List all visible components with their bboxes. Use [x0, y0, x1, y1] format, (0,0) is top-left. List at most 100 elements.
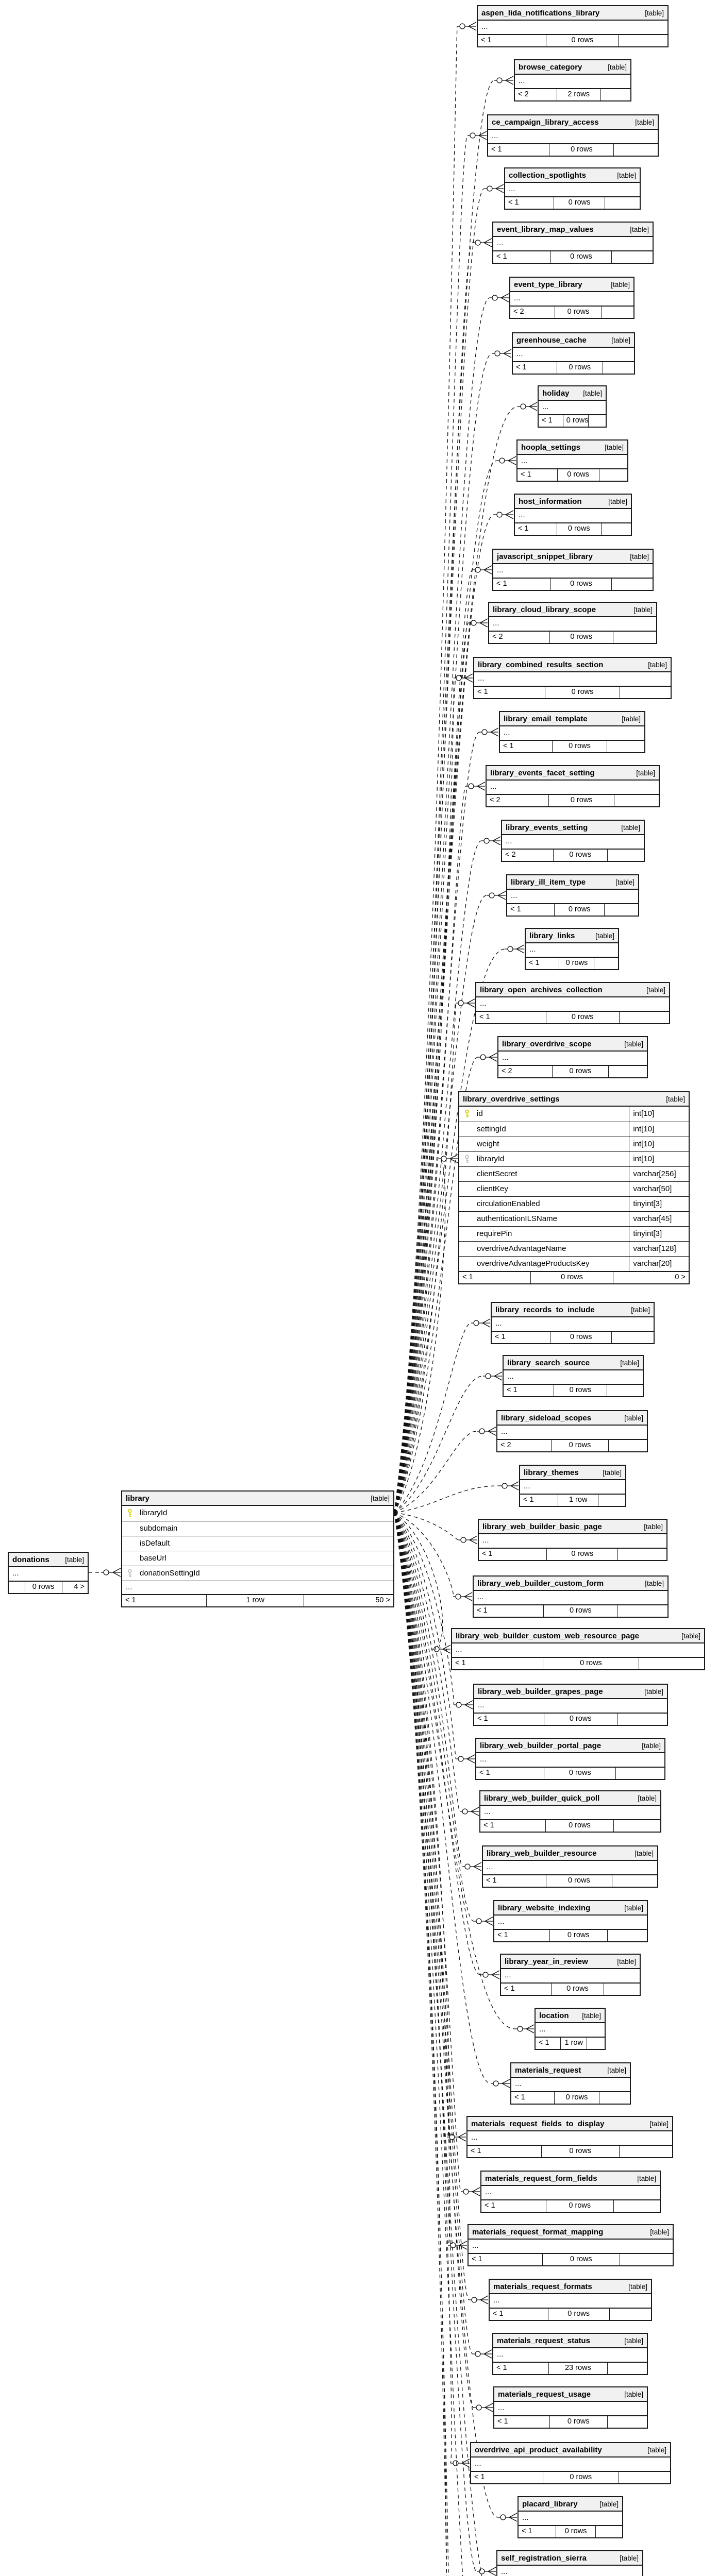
table-tag: [table] — [644, 1522, 663, 1531]
ellipsis-row: ... — [480, 999, 487, 1008]
table-box-materials_request_fields_to_display[interactable]: materials_request_fields_to_display[tabl… — [466, 2116, 673, 2158]
table-box-library_events_facet_setting[interactable]: library_events_facet_setting[table]...< … — [486, 765, 660, 807]
relationship-edge-end — [464, 1592, 473, 1601]
footer-parents-count — [587, 2038, 605, 2049]
table-box-library_web_builder_custom_form[interactable]: library_web_builder_custom_form[table]..… — [473, 1575, 669, 1618]
table-box-overdrive_api_product_availability[interactable]: overdrive_api_product_availability[table… — [470, 2442, 671, 2484]
relationship-edge-end — [449, 1154, 458, 1163]
column-name: requirePin — [477, 1229, 512, 1238]
table-box-library_web_builder_custom_web_resource_page[interactable]: library_web_builder_custom_web_resource_… — [451, 1628, 705, 1670]
footer-children-count: < 1 — [518, 524, 529, 533]
zero-cardinality-circle-icon — [453, 2460, 459, 2466]
table-box-materials_request_form_fields[interactable]: materials_request_form_fields[table]...<… — [480, 2171, 661, 2213]
zero-cardinality-circle-icon — [483, 838, 490, 844]
table-header: holiday[table] — [539, 386, 606, 401]
footer-row-count: 0 rows — [545, 1875, 612, 1887]
footer-row-count: 0 rows — [557, 469, 599, 481]
footer-parents-count — [594, 958, 618, 969]
footer-children-count: < 1 — [542, 416, 553, 425]
footer-parents-count — [611, 579, 653, 590]
relationship-edge-end — [516, 944, 525, 954]
footer-row-count: 0 rows — [548, 795, 614, 806]
table-box-aspen_lida_notifications_library[interactable]: aspen_lida_notifications_library[table].… — [477, 5, 669, 47]
relationship-edge — [394, 1512, 447, 2576]
table-box-library_combined_results_section[interactable]: library_combined_results_section[table].… — [473, 657, 672, 699]
table-name: location — [539, 2011, 569, 2020]
footer-parents-count — [608, 1440, 647, 1451]
footer-children-count: < 1 — [521, 470, 531, 479]
footer-children-count: < 1 — [496, 580, 507, 588]
column-name: id — [477, 1109, 483, 1118]
relationship-edge-end — [490, 727, 499, 737]
table-tag: [table] — [608, 497, 627, 505]
relationship-edge — [394, 732, 480, 1513]
table-box-library_web_builder_portal_page[interactable]: library_web_builder_portal_page[table]..… — [475, 1738, 665, 1780]
table-tag: [table] — [633, 605, 653, 614]
footer-row-count: 0 rows — [554, 1385, 607, 1396]
relationship-edge-end — [479, 618, 488, 628]
table-name: collection_spotlights — [509, 171, 587, 180]
table-box-library_web_builder_basic_page[interactable]: library_web_builder_basic_page[table]...… — [478, 1519, 667, 1561]
table-box-library_web_builder_grapes_page[interactable]: library_web_builder_grapes_page[table]..… — [473, 1684, 668, 1726]
table-box-library_open_archives_collection[interactable]: library_open_archives_collection[table].… — [475, 982, 670, 1024]
table-box-library_web_builder_quick_poll[interactable]: library_web_builder_quick_poll[table]...… — [479, 1790, 661, 1833]
table-tag: [table] — [607, 2066, 626, 2074]
table-box-library_cloud_library_scope[interactable]: library_cloud_library_scope[table]...< 2… — [488, 602, 657, 644]
relationship-edge — [394, 1323, 472, 1513]
table-tag: [table] — [65, 1555, 84, 1564]
zero-cardinality-circle-icon — [441, 1156, 447, 1162]
table-header: library_web_builder_grapes_page[table] — [474, 1685, 667, 1699]
footer-children-count: < 1 — [503, 742, 514, 750]
table-header: library_open_archives_collection[table] — [476, 983, 669, 997]
column-type: varchar[45] — [629, 1212, 689, 1226]
table-box-materials_request_format_mapping[interactable]: materials_request_format_mapping[table].… — [467, 2224, 674, 2266]
footer-children-count: < 1 — [455, 1659, 466, 1667]
footer-children-count: < 2 — [492, 633, 503, 641]
table-box-self_registration_sierra[interactable]: self_registration_sierra[table]...< 10 r… — [496, 2550, 643, 2576]
zero-cardinality-circle-icon — [520, 403, 526, 410]
footer-row-count: 0 rows — [552, 1066, 608, 1077]
relationship-edge-end — [466, 998, 475, 1008]
table-box-library_web_builder_resource[interactable]: library_web_builder_resource[table]...< … — [482, 1845, 658, 1888]
relationship-edge — [394, 786, 466, 1513]
relationship-edge-end — [468, 22, 477, 31]
table-header: library_overdrive_scope[table] — [498, 1037, 647, 1052]
ellipsis-row: ... — [478, 674, 485, 683]
ellipsis-row: ... — [493, 619, 499, 628]
zero-cardinality-circle-icon — [475, 2351, 481, 2357]
footer-children-count: < 1 — [479, 1769, 490, 1777]
